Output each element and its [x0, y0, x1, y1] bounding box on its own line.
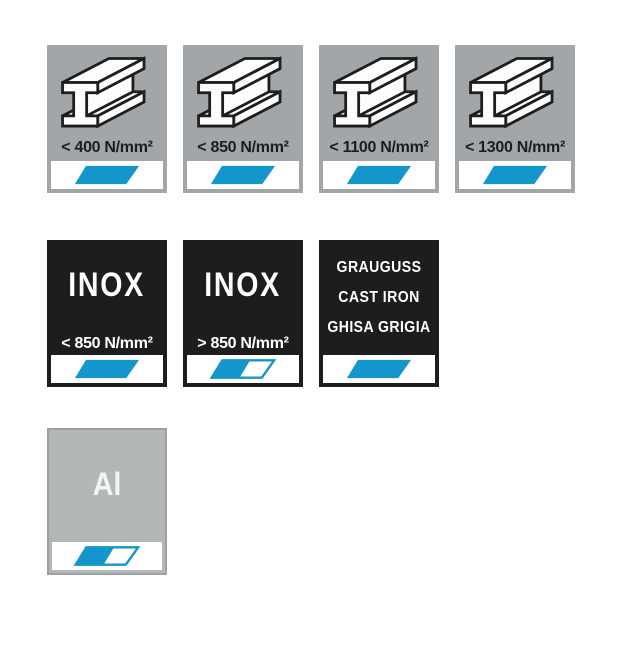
i-beam-icon: [197, 56, 282, 129]
material-tile-inox-lt850: INOX < 850 N/mm²: [47, 240, 167, 387]
tensile-strength-label: < 1300 N/mm²: [464, 139, 565, 156]
material-title-multilang: GRAUGUSS CAST IRON GHISA GRIGIA: [319, 253, 439, 343]
tensile-strength-label: < 400 N/mm²: [61, 139, 153, 156]
material-title: Al: [92, 466, 122, 502]
suitability-swatch-full-icon: [346, 165, 412, 185]
suitability-strip: [187, 161, 299, 189]
suitability-swatch-full-icon: [210, 165, 276, 185]
tensile-strength-label: < 850 N/mm²: [197, 139, 289, 156]
suitability-strip: [323, 161, 435, 189]
i-beam-icon: [469, 56, 554, 129]
material-title-en: CAST IRON: [338, 289, 420, 306]
i-beam-icon: [61, 56, 146, 129]
tensile-strength-label: < 850 N/mm²: [61, 335, 153, 352]
material-tile-aluminium: Al: [47, 428, 167, 575]
material-tile-steel-1100: < 1100 N/mm²: [319, 45, 439, 193]
suitability-strip: [459, 161, 571, 189]
material-tile-inox-gt850: INOX > 850 N/mm²: [183, 240, 303, 387]
suitability-swatch-full-icon: [482, 165, 548, 185]
material-tile-cast-iron: GRAUGUSS CAST IRON GHISA GRIGIA: [319, 240, 439, 387]
material-tile-steel-850: < 850 N/mm²: [183, 45, 303, 193]
suitability-swatch-full-icon: [74, 165, 140, 185]
i-beam-icon: [333, 56, 418, 129]
suitability-strip: [187, 355, 299, 383]
material-tile-steel-1300: < 1300 N/mm²: [455, 45, 575, 193]
suitability-swatch-full-icon: [346, 359, 412, 379]
material-tile-steel-400: < 400 N/mm²: [47, 45, 167, 193]
material-title: INOX: [68, 266, 146, 304]
suitability-strip: [51, 355, 163, 383]
tensile-strength-label: < 1100 N/mm²: [329, 139, 429, 156]
material-title: INOX: [204, 266, 282, 304]
suitability-swatch-half-icon: [209, 359, 277, 379]
suitability-swatch-half-icon: [73, 546, 141, 566]
material-title-de: GRAUGUSS: [336, 259, 422, 276]
suitability-strip: [323, 355, 435, 383]
suitability-strip: [51, 161, 163, 189]
material-title-it: GHISA GRIGIA: [327, 319, 431, 336]
suitability-swatch-full-icon: [74, 359, 140, 379]
suitability-strip: [52, 542, 162, 570]
tensile-strength-label: > 850 N/mm²: [197, 335, 289, 352]
